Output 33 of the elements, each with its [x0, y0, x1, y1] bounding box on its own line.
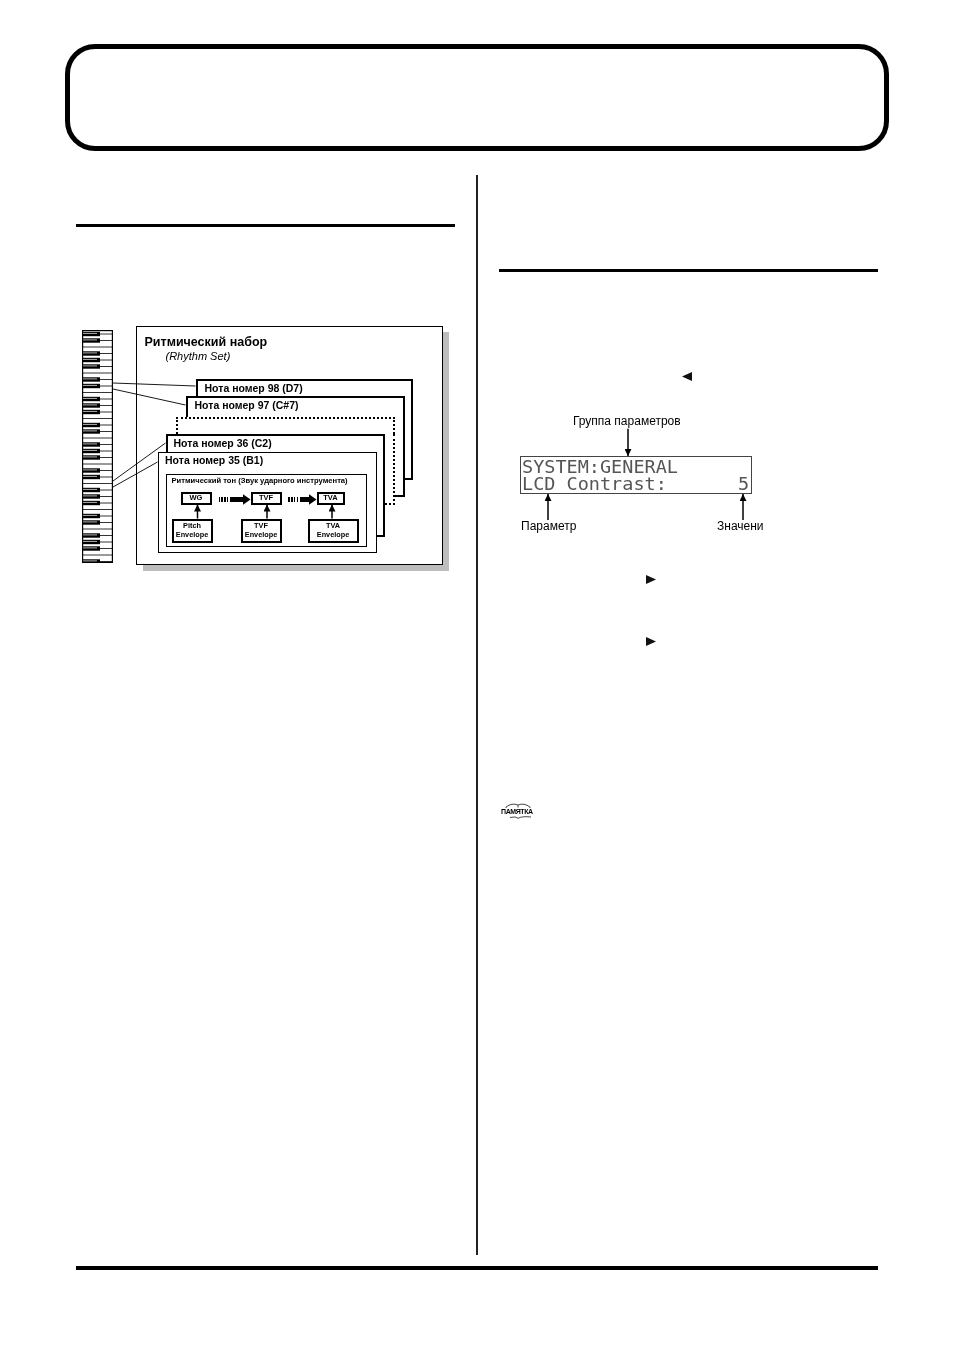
process-box [180, 491, 212, 505]
process-box [250, 491, 282, 505]
card-title: Нота номер 98 (D7) [204, 381, 303, 394]
envelope-box [307, 518, 359, 543]
connector-line [112, 388, 186, 406]
arrow [263, 503, 271, 520]
callout-label: Параметр [521, 520, 577, 534]
lcd-text: SYSTEM:GENERAL [522, 458, 678, 475]
note-card [185, 395, 405, 417]
lcd-text: LCD Contrast: [522, 475, 667, 492]
arrow [194, 503, 201, 520]
connector-line [112, 442, 166, 482]
process-box [316, 491, 345, 505]
connector-line [112, 461, 158, 488]
piano-keyboard-drawing [82, 330, 113, 563]
card-title: Нота номер 36 (C2) [173, 436, 272, 449]
callout-label: Группа параметров [573, 415, 681, 429]
panel-subtitle: (Rhythm Set) [165, 349, 231, 363]
note-card [195, 378, 413, 396]
rhythm-set-panel [136, 326, 443, 565]
lcd-display [520, 456, 752, 494]
tone-panel [166, 474, 367, 547]
card-title: Нота номер 35 (B1) [165, 454, 264, 467]
connector-line [112, 382, 196, 387]
note-card [157, 451, 377, 553]
arrow [544, 493, 552, 521]
callout-label: Значени [717, 520, 764, 534]
arrow [739, 493, 747, 521]
arrow [624, 428, 632, 457]
lcd-text: 5 [738, 475, 750, 492]
card-title: Нота номер 97 (C#7) [194, 399, 299, 412]
arrow [328, 503, 336, 520]
panel-title: Ритмический набор [144, 334, 268, 349]
